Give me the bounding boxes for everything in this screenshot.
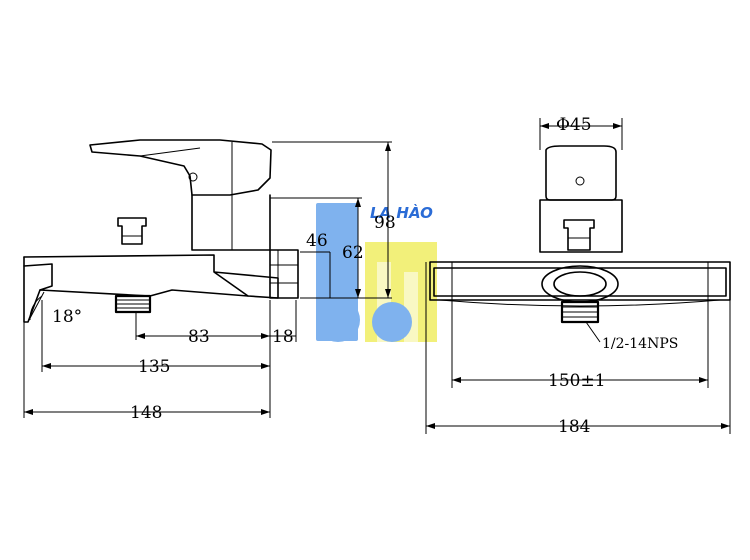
- handle-screw: [188, 172, 198, 182]
- front-view: Φ45 1/2-14NPS 150±1: [425, 115, 731, 437]
- dim-62-label: 62: [342, 243, 364, 263]
- dim-135-label: 135: [138, 357, 170, 377]
- la-hao-logo-icon: LA HÀO: [316, 203, 437, 342]
- logo-blue-dot: [372, 302, 412, 342]
- spout-outlet: [23, 263, 53, 291]
- logo-brand-text: LA HÀO: [370, 203, 433, 222]
- logo-blue-circle: [316, 298, 360, 342]
- handle-front: [545, 145, 617, 201]
- diverter-knob: [117, 217, 147, 245]
- side-view: 18° 83 18 135 148 46 62 98: [23, 139, 396, 423]
- dim-18-label: 18: [272, 327, 294, 347]
- dim-diameter-label: Φ45: [556, 115, 592, 135]
- handle-screw-front: [575, 176, 585, 186]
- handle-lever: [89, 139, 272, 196]
- dim-150-label: 150±1: [548, 371, 606, 391]
- dim-148-label: 148: [130, 403, 162, 423]
- dim-46-label: 46: [306, 231, 328, 251]
- body-front: [539, 199, 623, 253]
- cartridge-body: [191, 194, 271, 251]
- diverter-knob-front: [563, 219, 595, 251]
- dim-thread-label: 1/2-14NPS: [602, 336, 678, 352]
- dim-83-label: 83: [188, 327, 210, 347]
- dim-angle-label: 18°: [52, 307, 82, 327]
- dim-184-label: 184: [558, 417, 590, 437]
- hex-nut: [269, 249, 299, 299]
- dim-98-label: 98: [374, 213, 396, 233]
